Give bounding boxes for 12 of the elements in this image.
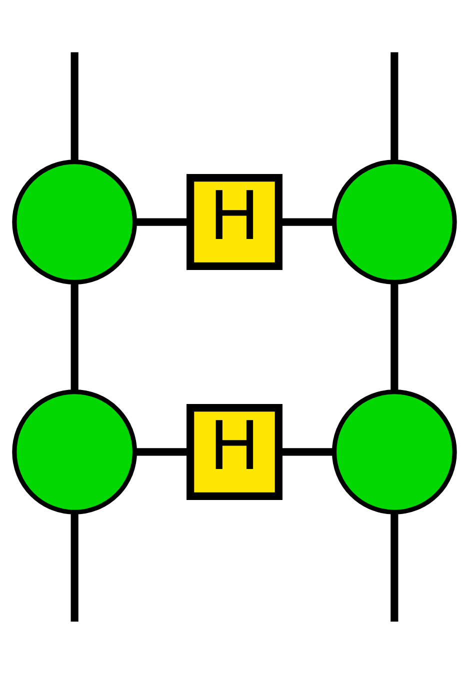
connector <box>70 512 78 622</box>
connector <box>70 52 78 162</box>
node-circle <box>12 390 138 514</box>
node-circle <box>332 390 457 514</box>
connector <box>390 52 398 162</box>
node-box: H <box>186 174 282 270</box>
connector <box>390 512 398 622</box>
connector <box>70 282 78 392</box>
node-circle <box>12 160 138 284</box>
node-circle <box>332 160 457 284</box>
node-box: H <box>186 404 282 500</box>
connector <box>390 282 398 392</box>
